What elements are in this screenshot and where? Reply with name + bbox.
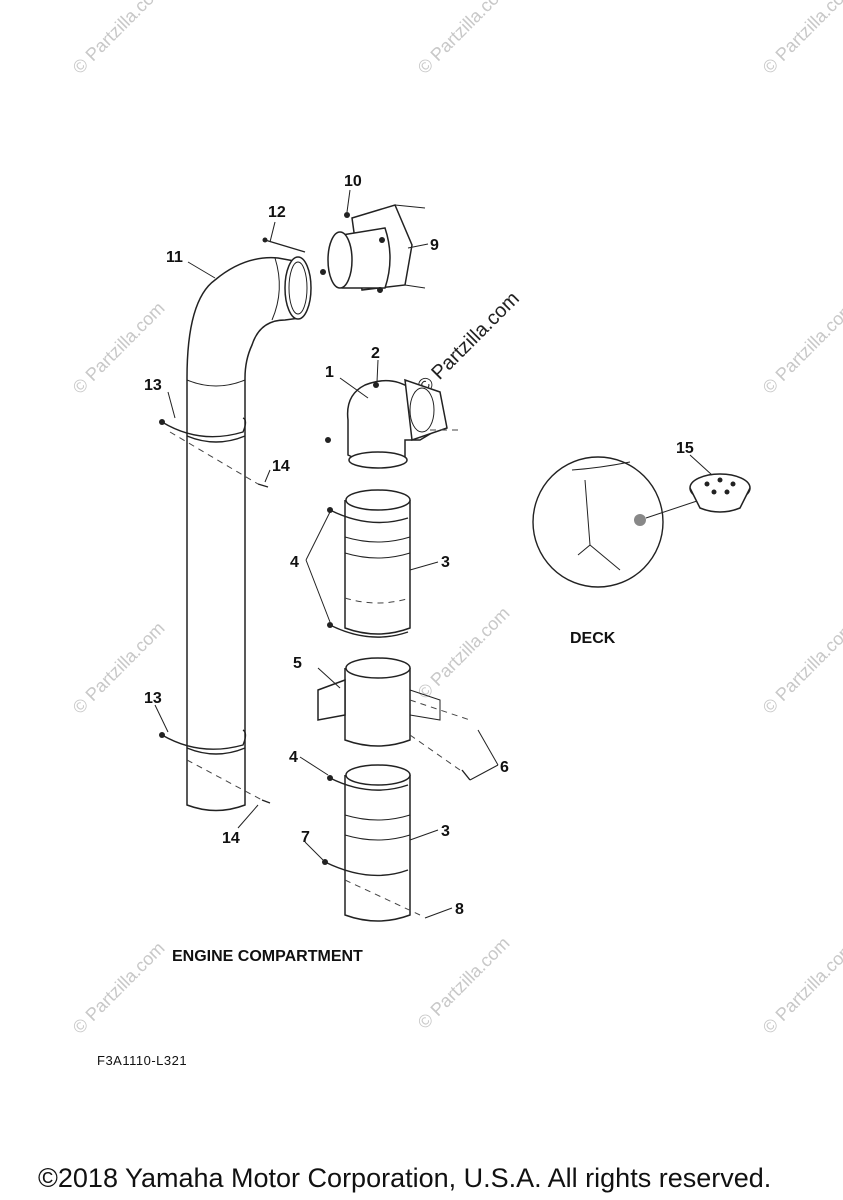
watermark: © Partzilla.com <box>414 603 514 703</box>
flange-connector-9 <box>320 204 426 293</box>
hose-pipe-3-lower <box>322 764 421 922</box>
watermark: © Partzilla.com <box>759 938 843 1038</box>
vent-cap-15 <box>689 473 751 513</box>
callout-8: 8 <box>455 901 464 918</box>
clamp-12 <box>262 237 306 253</box>
clamp-13-upper <box>159 417 269 488</box>
copyright-footer: ©2018 Yamaha Motor Corporation, U.S.A. A… <box>38 1163 771 1193</box>
watermark-center: © Partzilla.com <box>413 288 524 399</box>
watermark: © Partzilla.com <box>414 0 514 78</box>
long-bent-duct <box>186 256 312 812</box>
watermark-grid: © Partzilla.com © Partzilla.com © Partzi… <box>69 0 843 1038</box>
callout-9: 9 <box>430 237 439 254</box>
callout-7: 7 <box>301 829 310 846</box>
watermark: © Partzilla.com <box>759 618 843 718</box>
watermark: © Partzilla.com <box>69 938 169 1038</box>
watermark: © Partzilla.com <box>69 0 169 78</box>
callout-15: 15 <box>676 440 694 457</box>
callout-1: 1 <box>325 364 334 381</box>
deck-label: DECK <box>570 630 616 647</box>
clamp-13-lower <box>159 729 271 804</box>
watermark: © Partzilla.com <box>759 0 843 78</box>
callout-11: 11 <box>166 249 183 266</box>
callout-13-lower: 13 <box>144 690 162 707</box>
callout-5: 5 <box>293 655 302 672</box>
callout-3-lower: 3 <box>441 823 450 840</box>
callout-6: 6 <box>500 759 509 776</box>
bracket-hose-5 <box>317 657 471 781</box>
callout-10: 10 <box>344 173 362 190</box>
leader-lines <box>154 189 713 919</box>
callout-4-upper: 4 <box>290 554 299 571</box>
callout-14-lower: 14 <box>222 830 240 847</box>
callout-14-upper: 14 <box>272 458 290 475</box>
watermark: © Partzilla.com <box>759 298 843 398</box>
callout-2: 2 <box>371 345 380 362</box>
callout-13-upper: 13 <box>144 377 162 394</box>
elbow-fitting-1 <box>325 378 458 469</box>
watermark: © Partzilla.com <box>414 933 514 1033</box>
engine-compartment-label: ENGINE COMPARTMENT <box>172 948 363 965</box>
callout-4-lower: 4 <box>289 749 298 766</box>
hose-pipe-3-upper <box>327 489 411 638</box>
callout-12: 12 <box>268 204 286 221</box>
figure-code: F3A1110-L321 <box>97 1053 187 1068</box>
deck-detail-circle <box>532 456 701 588</box>
callout-numbers: 10 12 9 11 2 1 13 14 15 4 3 5 13 4 6 14 … <box>144 173 694 918</box>
callout-3-upper: 3 <box>441 554 450 571</box>
